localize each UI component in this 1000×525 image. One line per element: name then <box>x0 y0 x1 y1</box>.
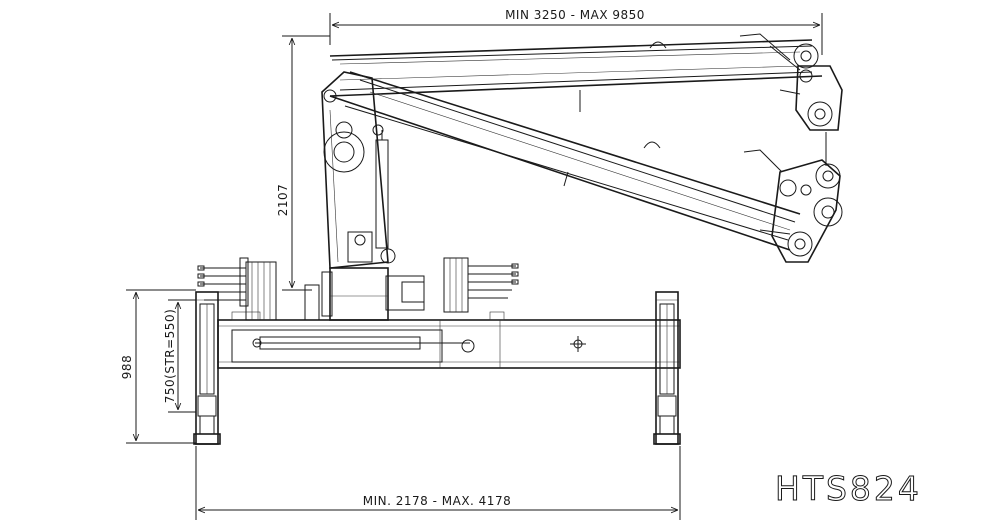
leg-total-dimension: 988 <box>120 289 196 444</box>
leg-stroke-dimension: 750(STR=550) <box>163 299 196 413</box>
outrigger-span-dimension: MIN. 2178 - MAX. 4178 <box>195 446 681 520</box>
outreach-dimension: MIN 3250 - MAX 9850 <box>329 8 823 55</box>
lower-boom <box>329 71 801 251</box>
crane-column <box>321 71 389 269</box>
height-dimension-label: 2107 <box>276 184 290 217</box>
height-dimension: 2107 <box>276 35 330 291</box>
left-control-valve <box>197 257 277 321</box>
leg-stroke-dimension-label: 750(STR=550) <box>163 309 177 404</box>
outreach-dimension-label: MIN 3250 - MAX 9850 <box>505 8 645 22</box>
left-outrigger-leg <box>193 291 221 445</box>
right-control-valve <box>443 257 519 313</box>
model-label: HTS824 <box>775 469 922 508</box>
column-lift-cylinder <box>375 130 396 264</box>
right-outrigger-leg <box>653 291 681 445</box>
slew-housing <box>304 267 425 321</box>
leg-total-dimension-label: 988 <box>120 355 134 379</box>
upper-boom-head <box>739 33 843 131</box>
base-beam <box>217 311 681 369</box>
lower-boom-head <box>743 149 841 263</box>
outrigger-span-dimension-label: MIN. 2178 - MAX. 4178 <box>363 494 511 508</box>
upper-boom <box>329 39 823 112</box>
hook-block <box>813 132 843 227</box>
